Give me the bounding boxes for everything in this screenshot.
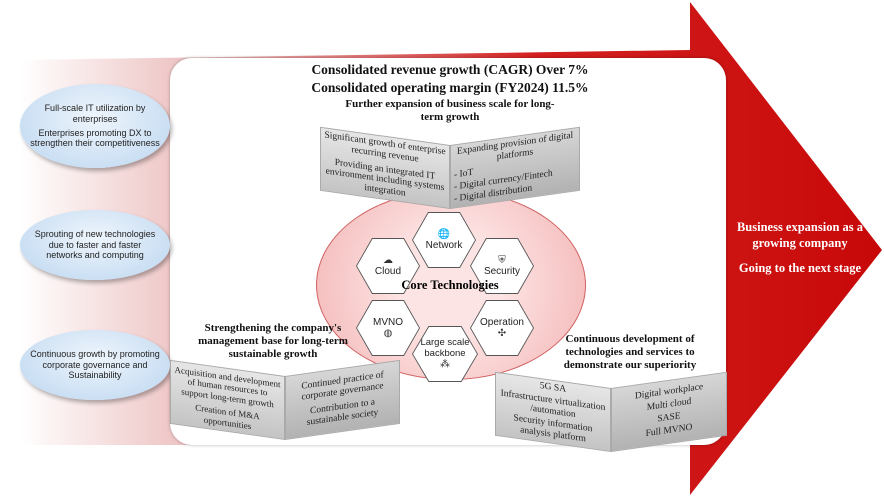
driver-governance: Continuous growth by promoting corporate… xyxy=(20,330,170,400)
left-box-title: Strengthening the company's management b… xyxy=(198,322,348,361)
hex-mvno: MVNO◍ xyxy=(356,300,420,356)
right-box-title: Continuous development of technologies a… xyxy=(563,333,697,372)
top-box-title: Further expansion of business scale for … xyxy=(345,98,555,124)
network-nodes-icon: ✣ xyxy=(497,328,507,339)
operating-margin-headline: Consolidated operating margin (FY2024) 1… xyxy=(311,80,589,95)
driver-enterprise-it: Full-scale IT utilization by enterprises… xyxy=(20,84,170,168)
globe-icon: 🌐 xyxy=(437,229,451,240)
driver-new-technologies: Sprouting of new technologies due to fas… xyxy=(20,210,170,280)
cloud-icon: ☁ xyxy=(383,255,393,266)
shield-icon: ⛨ xyxy=(498,255,506,266)
hierarchy-icon: ⁂ xyxy=(440,358,450,370)
core-technologies-label: Core Technologies xyxy=(401,278,499,292)
sim-globe-icon: ◍ xyxy=(383,328,393,339)
hex-backbone: Large scale backbone⁂ xyxy=(412,326,478,382)
revenue-growth-headline: Consolidated revenue growth (CAGR) Over … xyxy=(311,62,589,77)
goal-line-1: Business expansion as a growing company xyxy=(736,220,864,250)
goal-line-2: Going to the next stage xyxy=(738,261,862,276)
